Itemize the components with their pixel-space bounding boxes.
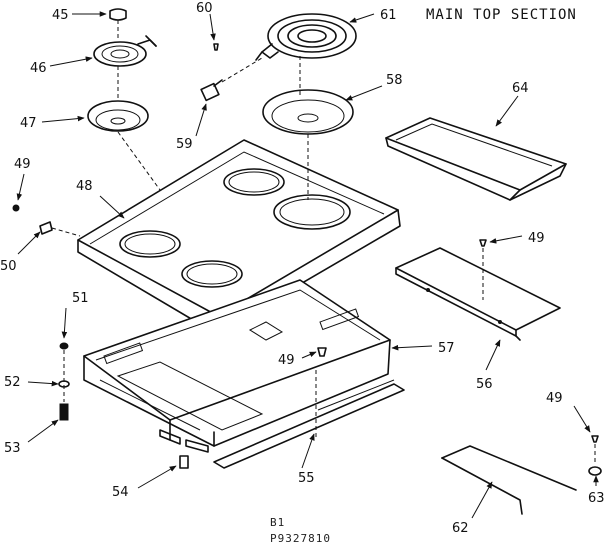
- footer-line-2: P9327810: [270, 532, 331, 545]
- part-57-frame: [83, 279, 391, 453]
- part-45-cap: [109, 8, 127, 21]
- part-49-screw-d: [591, 435, 599, 464]
- part-51-nut: [59, 342, 69, 350]
- label-59: 59: [176, 137, 193, 152]
- part-53-spring: [59, 403, 69, 421]
- part-54-leveler: [179, 455, 189, 469]
- label-49-a: 49: [14, 157, 31, 172]
- label-46: 46: [30, 61, 47, 76]
- label-56: 56: [476, 377, 493, 392]
- label-60: 60: [196, 1, 213, 16]
- part-49-screw-c: [479, 239, 487, 300]
- label-49-c: 49: [528, 231, 545, 246]
- part-59-receptacle: [200, 79, 223, 102]
- leader-lines: [16, 11, 599, 519]
- label-51: 51: [72, 291, 89, 306]
- part-63-bumper: [588, 466, 602, 476]
- label-47: 47: [20, 116, 37, 131]
- label-54: 54: [112, 485, 129, 500]
- part-48-cooktop: [77, 139, 401, 333]
- part-64-panel: [385, 117, 567, 201]
- label-49-b: 49: [278, 353, 295, 368]
- part-49-screw-b: [317, 347, 327, 357]
- part-58-drip-pan: [262, 89, 354, 135]
- label-57: 57: [438, 341, 455, 356]
- label-49-d: 49: [546, 391, 563, 406]
- part-46-small-element: [93, 35, 157, 67]
- label-53: 53: [4, 441, 21, 456]
- label-64: 64: [512, 81, 529, 96]
- label-48: 48: [76, 179, 93, 194]
- part-56-bracket: [395, 247, 561, 341]
- label-50: 50: [0, 259, 17, 274]
- label-63: 63: [588, 491, 605, 506]
- diagram-title: MAIN TOP SECTION: [426, 7, 577, 23]
- label-61: 61: [380, 8, 397, 23]
- part-55-rail: [213, 379, 405, 469]
- footer-line-1: B1: [270, 516, 285, 529]
- part-49-screw-a: [12, 204, 20, 212]
- label-52: 52: [4, 375, 21, 390]
- part-47-small-drip-pan: [87, 100, 149, 132]
- label-45: 45: [52, 8, 69, 23]
- label-62: 62: [452, 521, 469, 536]
- label-58: 58: [386, 73, 403, 88]
- part-labels: 45 46 47 48 49 50 51 52 53 54 55 49 57 5…: [0, 1, 605, 536]
- part-60-screw: [213, 43, 219, 51]
- label-55: 55: [298, 471, 315, 486]
- part-61-surface-element: [255, 13, 357, 61]
- part-50-clip: [39, 221, 81, 237]
- part-62-wire-rack: [441, 445, 577, 515]
